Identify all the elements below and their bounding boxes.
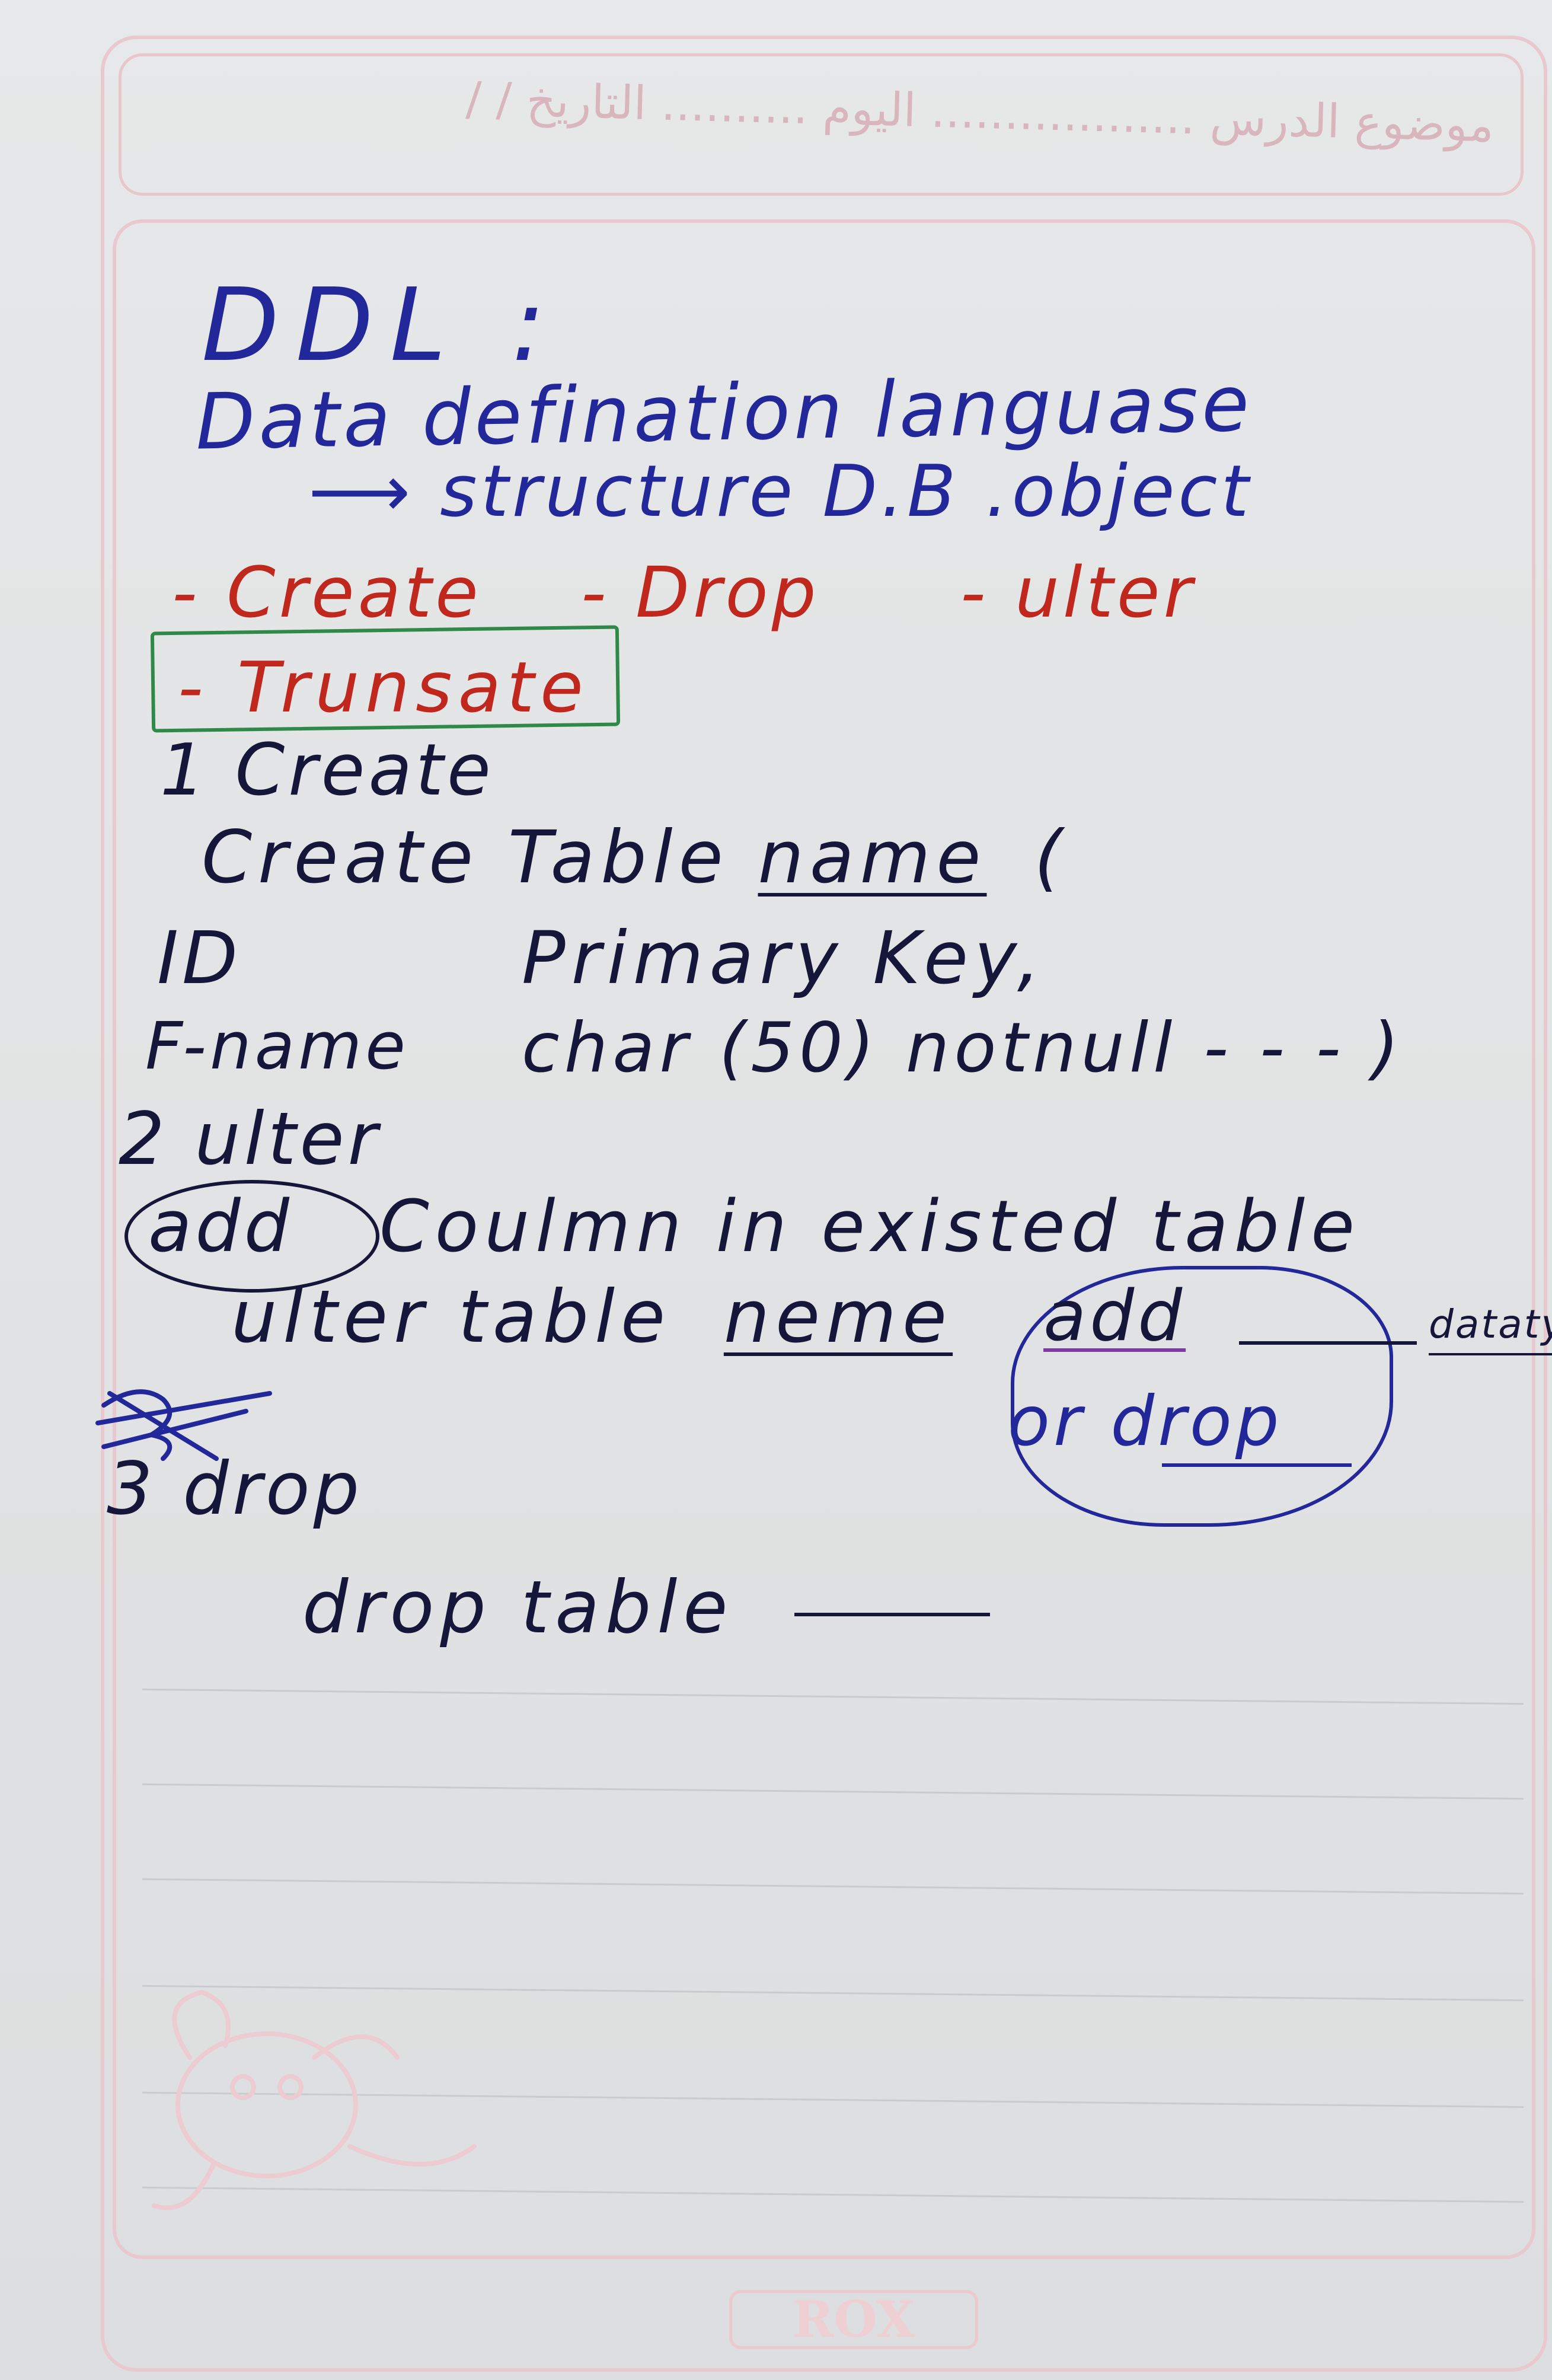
section1-heading: 1 Create	[160, 729, 494, 812]
header-band	[119, 53, 1524, 196]
command-truncate: - Trunsate	[178, 646, 589, 728]
options-enclosure-mark	[1011, 1266, 1393, 1527]
alter-table-name: neme	[723, 1275, 953, 1359]
section1-create-line: Create Table name (	[202, 815, 1068, 899]
alter-table-prefix: ulter table	[231, 1275, 672, 1359]
command-drop: - Drop	[581, 551, 820, 633]
column-fname-name: F-name	[145, 1008, 409, 1084]
drop-table-blank-line	[794, 1613, 990, 1616]
drop-table-line: drop table	[302, 1565, 734, 1650]
writing-area-border	[113, 219, 1535, 2259]
page-border	[101, 36, 1547, 2372]
brand-logo: ROX	[729, 2290, 978, 2349]
alter-table-line: ulter table neme	[231, 1275, 953, 1359]
notes-title: DDL :	[202, 267, 562, 384]
section3-heading: 3 drop	[107, 1447, 363, 1531]
datatype-label: datatyp	[1429, 1301, 1552, 1347]
column-id-definition: Primary Key,	[522, 916, 1046, 1000]
drop-underline	[1162, 1463, 1352, 1467]
column-id-name: ID	[157, 916, 241, 1000]
command-alter: - ulter	[960, 551, 1196, 633]
alter-drop-option: or drop	[1008, 1382, 1283, 1462]
add-keyword: add	[148, 1186, 293, 1268]
crossed-out-mark	[95, 1389, 272, 1461]
section2-heading: 2 ulter	[119, 1097, 381, 1181]
alter-add-option: add	[1043, 1275, 1186, 1357]
open-paren: (	[1034, 815, 1069, 899]
add-circle-mark	[124, 1180, 379, 1293]
datatype-blank-line	[1239, 1341, 1417, 1345]
notes-arrow-line: ⟶ structure D.B .object	[308, 451, 1253, 533]
column-fname-definition: char (50) notnull - - - )	[522, 1008, 1404, 1088]
table-name-placeholder: name	[758, 815, 987, 899]
create-table-prefix: Create Table	[202, 815, 729, 899]
command-create: - Create	[172, 551, 482, 633]
add-column-description: Coulmn in existed table	[379, 1186, 1361, 1268]
cartoon-watermark-icon	[152, 1989, 477, 2210]
